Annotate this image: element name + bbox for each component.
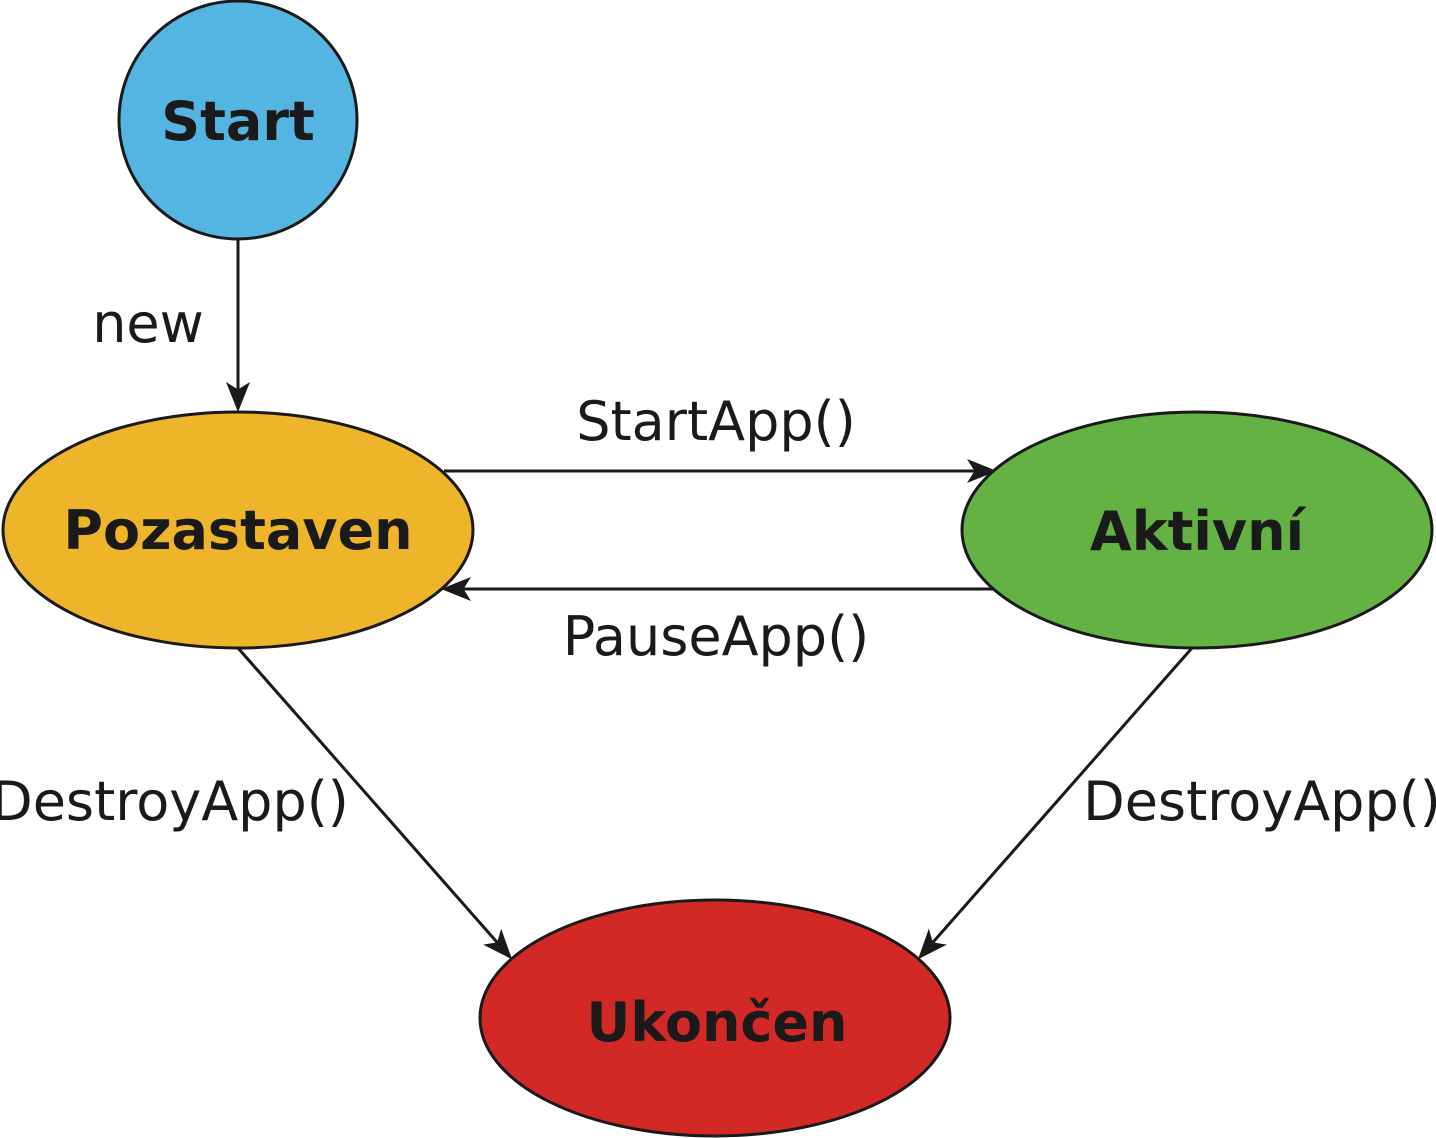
- node-ukoncen-label: Ukončen: [587, 991, 848, 1054]
- node-aktivni: Aktivní: [960, 410, 1434, 650]
- edge-destroy-left-label: DestroyApp(): [0, 770, 349, 833]
- edge-destroy-right-label: DestroyApp(): [1083, 770, 1436, 833]
- node-aktivni-shape: [960, 410, 1434, 650]
- edge-new-label: new: [92, 292, 204, 355]
- edge-destroy-right-arrow: [918, 647, 1194, 960]
- edge-startapp-label: StartApp(): [576, 390, 856, 453]
- node-aktivni-label: Aktivní: [1090, 500, 1307, 563]
- node-pozastaven-label: Pozastaven: [63, 499, 412, 562]
- node-pozastaven-shape: [1, 410, 475, 650]
- node-start: Start: [117, 0, 359, 241]
- node-start-shape: [117, 0, 359, 241]
- node-ukoncen: Ukončen: [478, 898, 952, 1138]
- edge-destroy-left-arrow: [236, 647, 512, 960]
- node-pozastaven: Pozastaven: [1, 410, 475, 650]
- node-start-label: Start: [161, 90, 315, 153]
- edge-pauseapp-label: PauseApp(): [563, 605, 869, 668]
- node-ukoncen-shape: [478, 898, 952, 1138]
